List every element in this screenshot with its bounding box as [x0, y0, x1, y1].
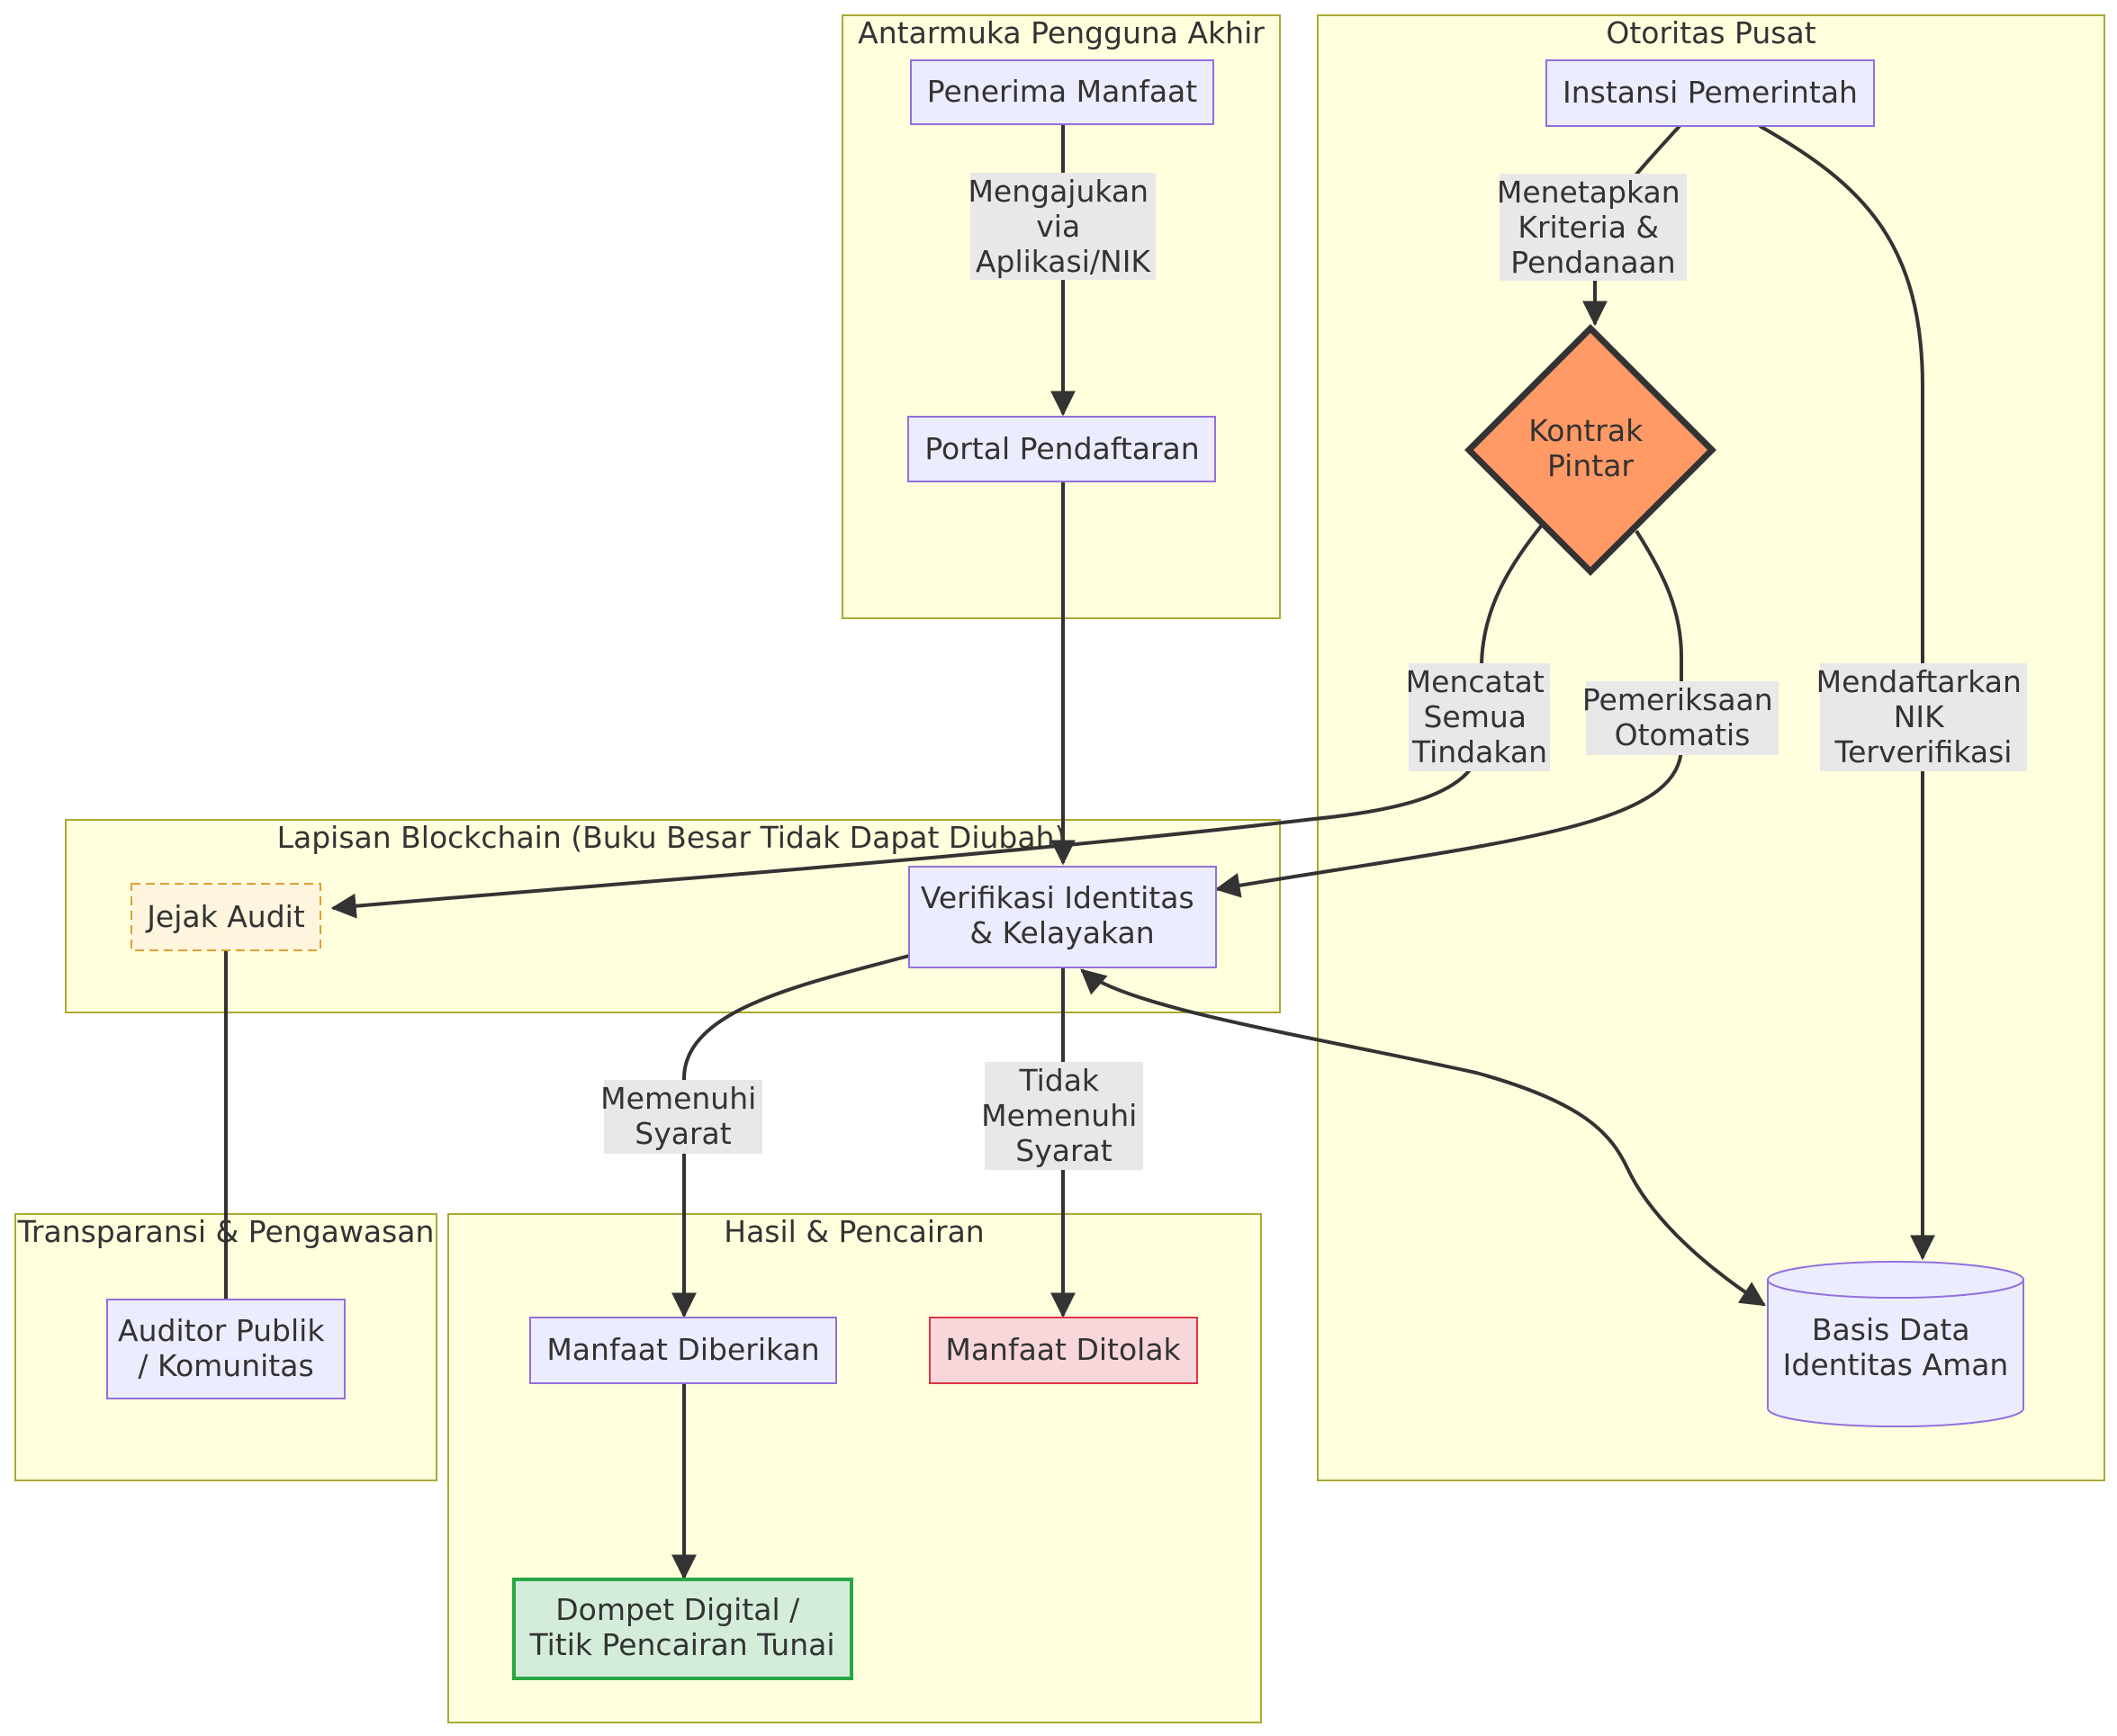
- node-registration-portal[interactable]: Portal Pendaftaran: [907, 416, 1216, 482]
- svg-text:Menetapkan Kriteria &: Menetapkan Kriteria & Pendanaan: [1497, 175, 1689, 280]
- edge-label-auto-check: Pemeriksaan Otomatis: [1582, 681, 1782, 755]
- node-audit-trail[interactable]: Jejak Audit: [131, 883, 321, 951]
- svg-text:Penerima Manfaat: Penerima Manfaat: [927, 74, 1198, 109]
- svg-text:Memenuhi Syarat: Memenuhi Syarat: [600, 1081, 766, 1151]
- svg-text:Kontrak Pintar: Kontrak Pintar: [1528, 413, 1652, 483]
- node-beneficiary[interactable]: Penerima Manfaat: [910, 59, 1214, 125]
- edge-verification-to-identity-db: [1080, 968, 1766, 1307]
- edge-label-eligible: Memenuhi Syarat: [600, 1080, 766, 1154]
- edge-smart-contract-to-audit-trail: [330, 522, 1545, 919]
- svg-text:Tidak Memenuhi Sya: Tidak Memenuhi Syarat: [981, 1063, 1147, 1168]
- cluster-end-user-title: Antarmuka Pengguna Akhir: [858, 15, 1265, 50]
- svg-text:Auditor Publik / Komunit: Auditor Publik / Komunitas: [118, 1313, 334, 1383]
- edge-label-submit: Mengajukan via Aplikasi/NIK: [968, 173, 1158, 280]
- node-public-auditor[interactable]: Auditor Publik / Komunitas: [106, 1299, 346, 1399]
- svg-text:Dompet Digital / Titik P: Dompet Digital / Titik Pencairan Tunai: [528, 1592, 834, 1662]
- edge-smart-contract-to-verification: [1214, 529, 1683, 898]
- node-benefit-rejected[interactable]: Manfaat Ditolak: [929, 1317, 1198, 1384]
- node-secure-identity-database[interactable]: Basis Data Identitas Aman: [1767, 1261, 2024, 1427]
- node-government-agency[interactable]: Instansi Pemerintah: [1545, 59, 1875, 127]
- svg-text:Manfaat Diberikan: Manfaat Diberikan: [546, 1332, 819, 1367]
- svg-text:Basis Data Identitas Ama: Basis Data Identitas Aman: [1783, 1312, 2009, 1382]
- edge-label-set-criteria: Menetapkan Kriteria & Pendanaan: [1497, 174, 1689, 281]
- svg-text:Verifikasi Identitas & K: Verifikasi Identitas & Kelayakan: [921, 880, 1203, 950]
- svg-text:Mengajukan via Apl: Mengajukan via Aplikasi/NIK: [968, 174, 1158, 279]
- cluster-blockchain-layer-title: Lapisan Blockchain (Buku Besar Tidak Dap…: [277, 820, 1067, 855]
- svg-text:Mendaftarkan NIK T: Mendaftarkan NIK Terverifikasi: [1816, 664, 2031, 769]
- node-digital-wallet[interactable]: Dompet Digital / Titik Pencairan Tunai: [512, 1578, 853, 1680]
- edge-label-register-nik: Mendaftarkan NIK Terverifikasi: [1816, 663, 2031, 771]
- svg-text:Portal Pendaftaran: Portal Pendaftaran: [924, 431, 1199, 466]
- node-benefit-granted[interactable]: Manfaat Diberikan: [529, 1317, 837, 1384]
- svg-text:Mencatat Semua Tin: Mencatat Semua Tindakan: [1406, 664, 1554, 769]
- cluster-blockchain-layer: Lapisan Blockchain (Buku Besar Tidak Dap…: [65, 819, 1281, 1013]
- svg-text:Manfaat Ditolak: Manfaat Ditolak: [945, 1332, 1181, 1367]
- node-smart-contract[interactable]: Kontrak Pintar: [1464, 324, 1716, 576]
- svg-text:Instansi Pemerintah: Instansi Pemerintah: [1563, 75, 1858, 110]
- edge-label-record-actions: Mencatat Semua Tindakan: [1406, 663, 1554, 771]
- cluster-outcome-title: Hasil & Pencairan: [724, 1214, 984, 1249]
- edges: [224, 124, 1935, 1580]
- node-identity-verification[interactable]: Verifikasi Identitas & Kelayakan: [908, 866, 1217, 968]
- edge-verification-to-granted: [671, 954, 910, 1318]
- cluster-central-authority-title: Otoritas Pusat: [1606, 15, 1815, 50]
- edge-label-not-eligible: Tidak Memenuhi Syarat: [981, 1062, 1147, 1170]
- svg-text:Jejak Audit: Jejak Audit: [145, 899, 305, 934]
- svg-text:Pemeriksaan Otomatis: Pemeriksaan Otomatis: [1582, 682, 1782, 752]
- edge-government-to-identity-db: [1759, 124, 1935, 1261]
